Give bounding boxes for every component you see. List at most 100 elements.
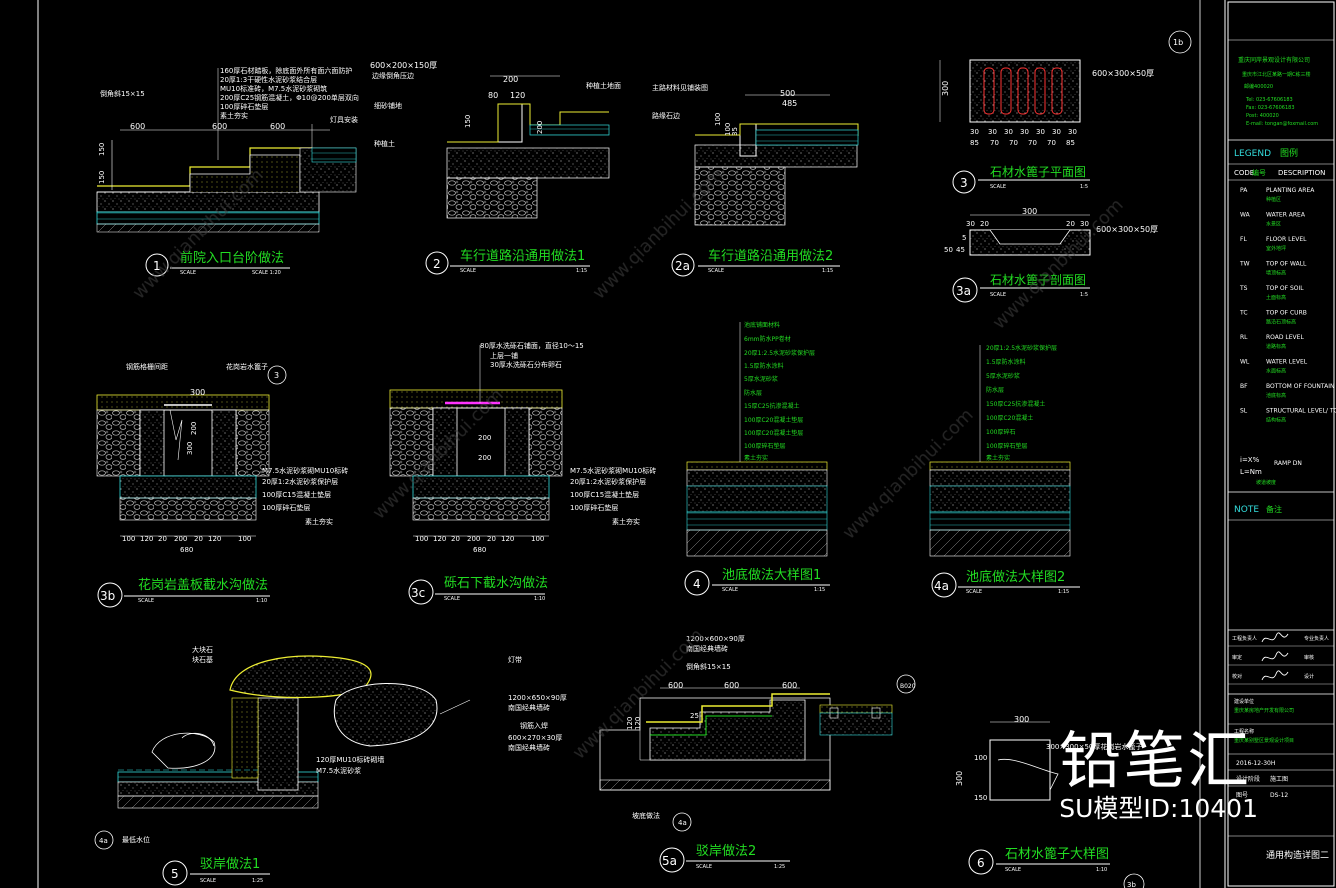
d1-note: 200厚C25钢筋混凝土，Φ10@200单层双向 <box>220 93 359 102</box>
d5a-note: 灯带 <box>508 655 522 664</box>
d3c-note: 素土夯实 <box>612 517 640 526</box>
d3c-dim: 20 <box>451 535 460 543</box>
legend-desc: STRUCTURAL LEVEL/ TOP OF SLAB <box>1266 408 1336 415</box>
watermark-id: SU模型ID:10401 <box>1059 794 1258 823</box>
d2-dim: 80 <box>488 91 498 100</box>
d3b-dim: 300 <box>186 442 194 455</box>
legend-desc: TOP OF SOIL <box>1265 285 1304 292</box>
d6-scale: 1:10 <box>1096 867 1107 873</box>
d2a-dim: 35 <box>731 127 739 136</box>
d1-scale: SCALE 1:20 <box>252 270 281 276</box>
d5-title: 驳岸做法1 <box>200 857 260 872</box>
d5a-ref: B020 <box>900 683 916 690</box>
ramp-slope: i=X% <box>1240 456 1260 464</box>
d3c-dim: 200 <box>467 535 480 543</box>
watermark-url: www.qianbihui.com <box>989 195 1128 334</box>
stage-value: 施工图 <box>1270 775 1288 783</box>
d3-number: 3 <box>960 176 968 190</box>
d3b-title: 花岗岩盖板截水沟做法 <box>138 577 268 593</box>
d3c-note: 100厚碎石垫层 <box>570 503 618 512</box>
signature-rows: 工程负责人专业负责人审定审核校对设计 <box>1228 632 1334 685</box>
d5a-dim: 600 <box>782 681 797 690</box>
legend-desc: WATER AREA <box>1266 212 1306 219</box>
d2a-dim: 500 <box>780 89 795 98</box>
d1-scale-label: SCALE <box>180 270 196 276</box>
d5a-note: 钢筋入焊 <box>520 721 548 730</box>
d3c-dim: 200 <box>478 434 491 442</box>
signature-label: 工程负责人 <box>1232 635 1257 642</box>
d6-dim: 150 <box>974 794 987 802</box>
legend-desc-header: DESCRIPTION <box>1278 169 1325 177</box>
ramp-cn: 坡道坡度 <box>1256 479 1276 486</box>
legend-desc-cn: 道路标高 <box>1266 343 1286 350</box>
legend-code: PA <box>1240 187 1248 194</box>
d3-dim: 85 <box>1066 139 1075 147</box>
d4a-title: 池底做法大样图2 <box>966 569 1065 585</box>
d2-scale-label: SCALE <box>460 268 476 274</box>
d4a-note: 5厚水泥砂浆 <box>986 372 1020 380</box>
legend-desc: TOP OF WALL <box>1265 261 1307 268</box>
d3a-dim: 20 <box>1066 220 1075 228</box>
legend-code: WL <box>1240 359 1250 366</box>
note-title-cn: 备注 <box>1266 504 1282 514</box>
d3-dim-spec: 600×300×50厚 <box>1092 69 1154 78</box>
watermark-brand: 铅笔汇 <box>1059 724 1252 797</box>
d3b-note: 100厚C15混凝土垫层 <box>262 490 331 499</box>
d6-dim: 300 <box>1014 715 1029 724</box>
d2a-dim: 485 <box>782 99 797 108</box>
d1-dim-5: 150 <box>98 171 106 184</box>
detail-6-grate: 300 300×300×50厚花岗岩水篦子 300 100 150 6 石材水篦… <box>955 715 1145 888</box>
d5a-scale-label: SCALE <box>696 864 712 870</box>
detail-3-grate-plan: 300 600×300×50厚 30 30 30 30 30 30 30 85 … <box>939 30 1192 194</box>
d3b-note: 花岗岩水篦子 <box>226 362 268 371</box>
d2a-scale: 1:15 <box>822 268 833 274</box>
d3b-scale: 1:10 <box>256 598 267 604</box>
d3c-dim: 100 <box>415 535 428 543</box>
d3a-scale: 1:5 <box>1080 292 1088 298</box>
d4a-note: 素土夯实 <box>986 454 1010 462</box>
legend-code: TC <box>1239 310 1248 317</box>
d3-scale: 1:5 <box>1080 184 1088 190</box>
d3a-number: 3a <box>956 284 971 298</box>
d3b-dim-total: 680 <box>180 546 193 554</box>
d4a-scale: 1:15 <box>1058 589 1069 595</box>
d3-scale-label: SCALE <box>990 184 1006 190</box>
company-line: Tel: 023-67606183 <box>1245 97 1293 103</box>
legend-code: FL <box>1240 236 1247 243</box>
d4-title: 池底做法大样图1 <box>722 567 821 583</box>
d3c-dim: 20 <box>487 535 496 543</box>
legend-desc-cn: 水景区 <box>1266 221 1281 228</box>
d2-note: 种植土地面 <box>586 81 621 90</box>
client-name: 重庆某房地产开发有限公司 <box>1234 707 1294 714</box>
d4-note: 5厚水泥砂浆 <box>744 375 778 383</box>
d3-dim: 30 <box>1068 128 1077 136</box>
signature-label: 审定 <box>1232 654 1242 661</box>
d4a-note: 1.5厚防水涂料 <box>986 358 1026 366</box>
d3-dim: 30 <box>988 128 997 136</box>
legend-title: LEGEND <box>1234 149 1271 159</box>
company-line: 邮编400020 <box>1244 83 1273 90</box>
d3b-ref: 3 <box>274 371 279 380</box>
d3b-dim: 100 <box>238 535 251 543</box>
d5a-dim: 120 <box>634 717 642 730</box>
d2a-number: 2a <box>675 259 690 273</box>
legend-title-cn: 图例 <box>1280 147 1298 159</box>
d3-dim: 30 <box>1004 128 1013 136</box>
d3b-note: 20厚1:2水泥砂浆保护层 <box>262 477 338 486</box>
legend-code: WA <box>1240 212 1251 219</box>
d5-ref: 4a <box>99 837 108 845</box>
company-line: Post: 400020 <box>1246 113 1279 119</box>
client-label: 建设单位 <box>1234 698 1254 705</box>
d1-note-light: 灯具安装 <box>330 115 358 124</box>
d5a-number: 5a <box>662 854 677 868</box>
d5a-title: 驳岸做法2 <box>696 844 756 859</box>
d5a-dim: 25 <box>690 712 699 720</box>
d4-note: 1.5厚防水涂料 <box>744 362 784 370</box>
d1-note: 160厚石材踏板，除底面外所有面六面防护 <box>220 66 352 75</box>
d6-title: 石材水篦子大样图 <box>1005 847 1109 862</box>
d5-note: 块石基 <box>192 655 213 664</box>
watermark: 铅笔汇 SU模型ID:10401 <box>1059 728 1258 824</box>
d3-dim-h: 300 <box>941 81 950 96</box>
legend-desc: TOP OF CURB <box>1265 310 1307 317</box>
company-name: 重庆同岸景观设计有限公司 <box>1238 56 1310 64</box>
